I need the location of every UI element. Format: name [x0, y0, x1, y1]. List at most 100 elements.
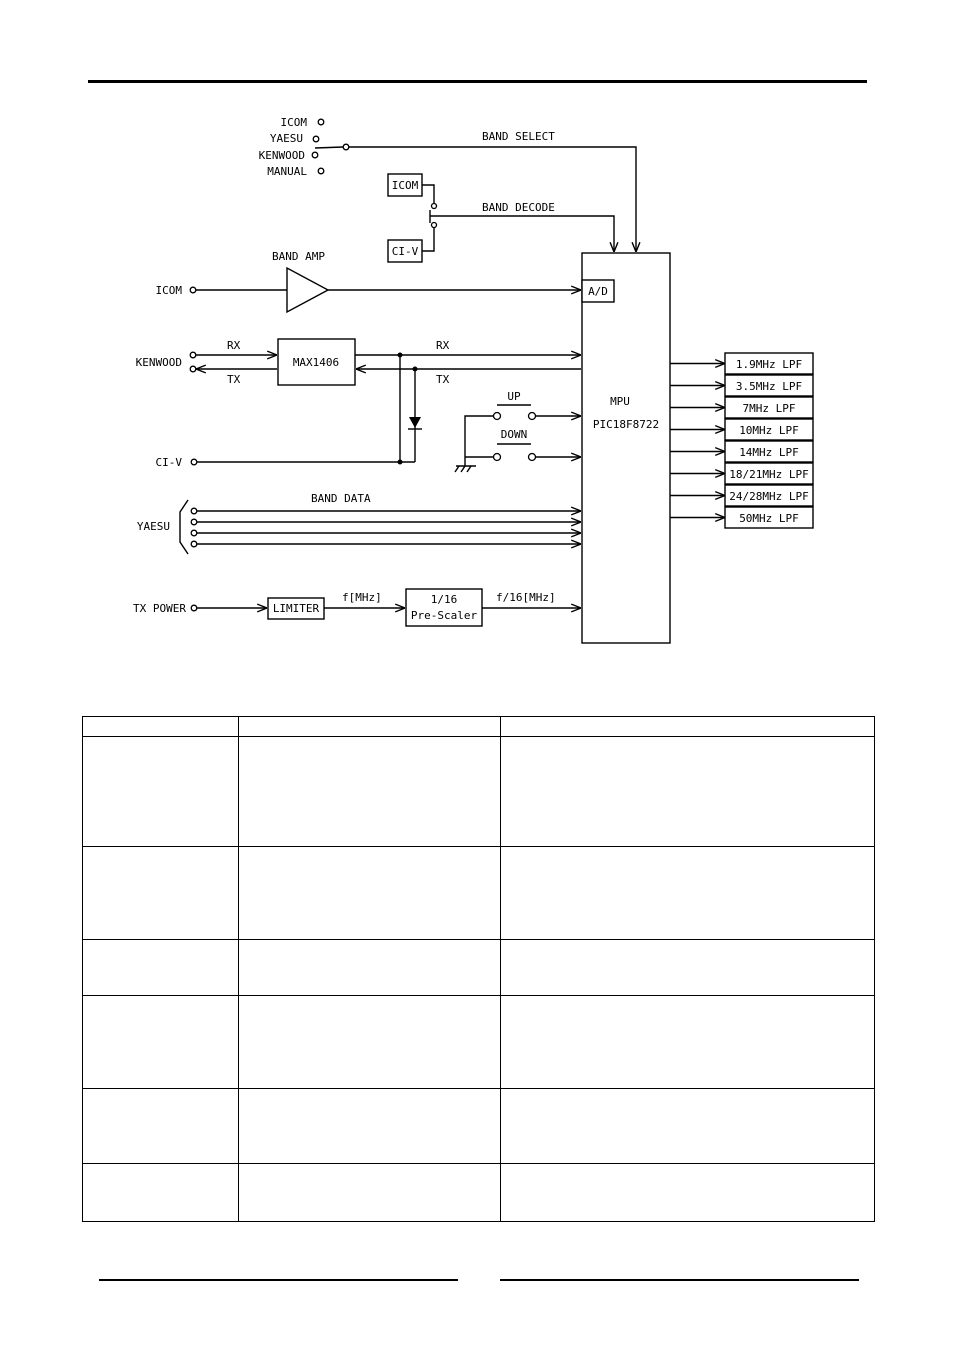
- lpf-box: [724, 352, 814, 375]
- down-contact-left: [492, 452, 502, 462]
- diode-symbol: [409, 417, 421, 428]
- table-cell: [238, 1163, 501, 1222]
- civ-input-pin: [190, 458, 198, 466]
- label-icom-select: ICOM: [281, 116, 308, 129]
- fmhz-label: f[MHz]: [342, 591, 382, 604]
- table-cell: [82, 736, 239, 847]
- table-cell: [82, 716, 239, 737]
- kenwood-rx-label: RX: [227, 339, 241, 352]
- table-cell: [238, 846, 501, 940]
- mpu-rx-label: RX: [436, 339, 450, 352]
- selector-pivot: [342, 143, 350, 151]
- lpf-box: [724, 462, 814, 485]
- table-row: [82, 1088, 875, 1164]
- ad-label: A/D: [588, 285, 608, 298]
- up-contact-left: [492, 411, 502, 421]
- table-cell: [500, 995, 875, 1089]
- table-cell: [82, 939, 239, 996]
- tx-power-pin: [190, 604, 198, 612]
- civ-decode-label: CI-V: [392, 245, 419, 258]
- yaesu-pin-4: [190, 540, 198, 548]
- lpf-box: [724, 396, 814, 419]
- table-cell: [500, 1088, 875, 1164]
- ad-box: [581, 279, 615, 303]
- lpf-box: [724, 374, 814, 397]
- table-cell: [238, 716, 501, 737]
- pic-label: PIC18F8722: [593, 418, 659, 431]
- tx-power-label: TX POWER: [133, 602, 186, 615]
- table-cell: [238, 736, 501, 847]
- mpu-label: MPU: [610, 395, 630, 408]
- up-label: UP: [507, 390, 521, 403]
- kenwood-tx-label: TX: [227, 373, 241, 386]
- lpf-box: [724, 440, 814, 463]
- table-cell: [82, 846, 239, 940]
- block-diagram: ICOM YAESU KENWOOD MANUAL BAND SELECT IC…: [133, 116, 814, 644]
- up-ground-wire: [464, 415, 493, 466]
- prescaler-box: [405, 588, 483, 627]
- lpf-label: 1.9MHz LPF: [736, 358, 802, 371]
- table-cell: [82, 1088, 239, 1164]
- table-cell: [238, 1088, 501, 1164]
- yaesu-select-pin: [312, 135, 320, 143]
- civ-decode-wire: [422, 228, 435, 252]
- max1406-box: [277, 338, 356, 386]
- table-cell: [82, 1163, 239, 1222]
- label-yaesu-select: YAESU: [270, 132, 303, 145]
- lpf-label: 14MHz LPF: [739, 446, 799, 459]
- lpf-label: 24/28MHz LPF: [729, 490, 808, 503]
- band-decode-label: BAND DECODE: [482, 201, 555, 214]
- table-row: [82, 1163, 875, 1222]
- icom-decode-label: ICOM: [392, 179, 419, 192]
- icom-decode-wire: [422, 184, 435, 203]
- yaesu-pin-1: [190, 507, 198, 515]
- band-amp-label: BAND AMP: [272, 250, 325, 263]
- down-label: DOWN: [501, 428, 528, 441]
- table-cell: [82, 995, 239, 1089]
- label-kenwood-select: KENWOOD: [259, 149, 305, 162]
- lpf-box: [724, 418, 814, 441]
- footer-rule-left: [99, 1279, 458, 1281]
- kenwood-tx-pin: [189, 365, 197, 373]
- up-contact-right: [527, 411, 537, 421]
- lpf-box: [724, 484, 814, 507]
- decode-contact-top: [430, 202, 438, 210]
- down-contact-right: [527, 452, 537, 462]
- table-cell: [238, 939, 501, 996]
- yaesu-pin-3: [190, 529, 198, 537]
- table-cell: [500, 1163, 875, 1222]
- yaesu-input-label: YAESU: [137, 520, 170, 533]
- max1406-label: MAX1406: [293, 356, 339, 369]
- table-cell: [500, 846, 875, 940]
- kenwood-select-pin: [311, 151, 319, 159]
- kenwood-rx-pin: [189, 351, 197, 359]
- decode-contact-bottom: [430, 221, 438, 229]
- lpf-label: 50MHz LPF: [739, 512, 799, 525]
- band-data-label: BAND DATA: [311, 492, 371, 505]
- prescaler-label-2: Pre-Scaler: [411, 609, 478, 622]
- band-select-line: [349, 146, 636, 252]
- selector-switch-arm: [314, 146, 344, 149]
- mpu-tx-label: TX: [436, 373, 450, 386]
- ground-icon: [454, 465, 476, 473]
- band-amp-triangle: [286, 266, 330, 314]
- lpf-label: 18/21MHz LPF: [729, 468, 808, 481]
- mpu-box: [581, 252, 671, 644]
- table-row: [82, 716, 875, 737]
- table-row: [82, 736, 875, 847]
- table-cell: [238, 995, 501, 1089]
- lpf-label: 7MHz LPF: [743, 402, 796, 415]
- table-row: [82, 939, 875, 996]
- yaesu-brace: [179, 499, 189, 555]
- icom-input-pin: [189, 286, 197, 294]
- icom-input-label: ICOM: [156, 284, 183, 297]
- yaesu-pin-2: [190, 518, 198, 526]
- manual-select-pin: [317, 167, 325, 175]
- limiter-label: LIMITER: [273, 602, 320, 615]
- spec-table: [82, 716, 875, 1222]
- band-decode-line: [430, 215, 614, 252]
- table-cell: [500, 716, 875, 737]
- table-row: [82, 995, 875, 1089]
- footer-rule-right: [500, 1279, 859, 1281]
- lpf-label: 10MHz LPF: [739, 424, 799, 437]
